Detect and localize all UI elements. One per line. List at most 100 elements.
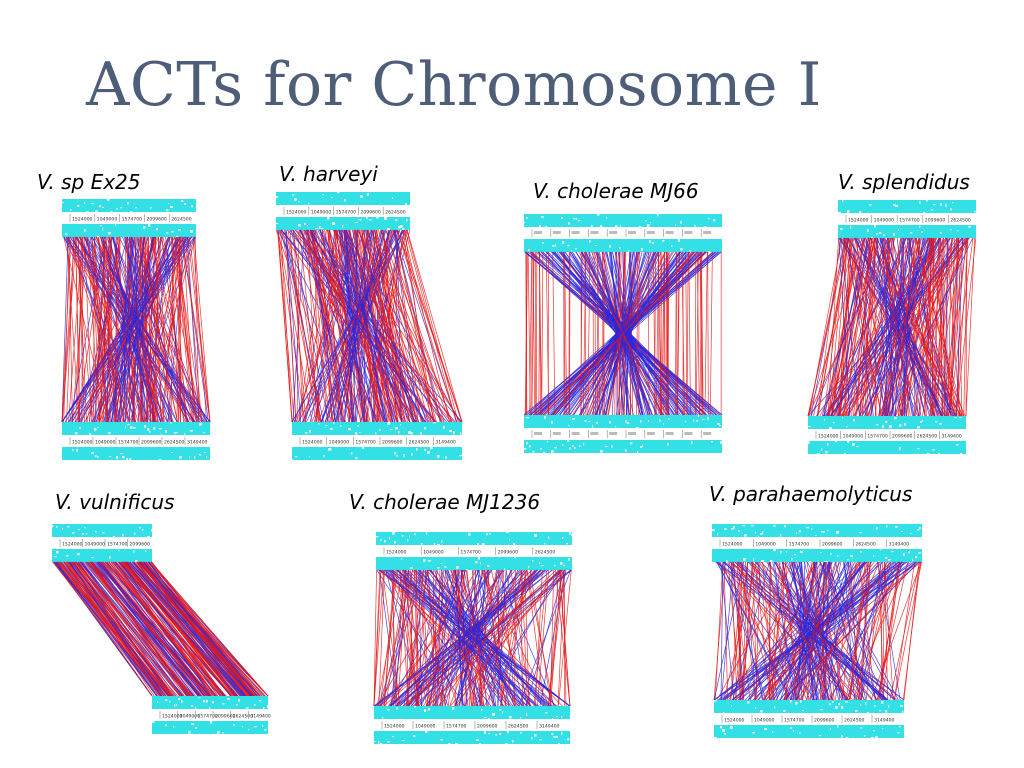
bottom-feature-track-2 xyxy=(152,721,268,734)
top-feature-track-2 xyxy=(376,557,572,571)
ruler-tick-label: 3149400 xyxy=(435,440,456,446)
ruler-tick-label: 2099600 xyxy=(146,217,167,223)
ruler-tick-label: 1049000 xyxy=(180,714,201,720)
bottom-feature-track xyxy=(62,422,210,437)
ruler-tick-label: 2624500 xyxy=(508,724,529,730)
ruler-tick-label: 1049000 xyxy=(423,550,444,556)
ruler-tick-label: 1049000 xyxy=(415,724,436,730)
ruler-tick-label: 1524000 xyxy=(286,210,307,216)
ruler-tick-label: 1524000 xyxy=(848,218,869,224)
ruler-tick-label: 3149400 xyxy=(889,542,910,548)
ruler-tick-label: 1524000 xyxy=(818,434,839,440)
top-feature-track xyxy=(276,192,410,205)
ruler-tick-label: 3149400 xyxy=(941,434,962,440)
top-feature-track xyxy=(712,524,922,539)
panel-label-cholerae-mj66: V. cholerae MJ66 xyxy=(533,179,699,203)
bottom-feature-track-2 xyxy=(62,447,210,461)
ruler-tick-label: 1049000 xyxy=(329,440,350,446)
act-panel-cholerae-mj66 xyxy=(520,212,730,455)
ruler-tick-label: 2624500 xyxy=(409,440,430,446)
ruler-tick-label: 1574700 xyxy=(446,724,467,730)
ruler-tick-label: 2624500 xyxy=(164,440,185,446)
top-feature-track xyxy=(524,214,722,229)
act-panel-cholerae-mj1236: 1524000 1049000 1574700 2099600 2624500 15240… xyxy=(372,530,574,746)
bottom-feature-track xyxy=(374,706,570,721)
bottom-feature-track-2 xyxy=(524,440,723,454)
ruler-tick-label: 1524000 xyxy=(162,714,183,720)
ruler-tick-label: 1574700 xyxy=(784,718,805,724)
top-feature-track-2 xyxy=(52,549,152,563)
ruler-tick-label: 1049000 xyxy=(843,434,864,440)
ruler-tick-label: 2099600 xyxy=(477,724,498,730)
ruler-tick-label: 2624500 xyxy=(917,434,938,440)
ruler-tick-label: 1574700 xyxy=(107,542,128,548)
panel-label-sp-ex25: V. sp Ex25 xyxy=(37,170,141,194)
bottom-feature-track xyxy=(292,422,462,435)
panel-label-parahaemolyticus: V. parahaemolyticus xyxy=(709,482,913,506)
ruler-tick-label: 2624500 xyxy=(385,210,406,216)
ruler-tick-label: 3149400 xyxy=(874,718,895,724)
ruler-tick-label: 2099600 xyxy=(925,218,946,224)
bottom-feature-track-2 xyxy=(292,447,462,461)
ruler-tick-label: 3149400 xyxy=(187,440,208,446)
bottom-ruler: 1524000104900015747002099600262450031494… xyxy=(152,709,271,721)
ruler-tick-label: 2099600 xyxy=(382,440,403,446)
ruler-tick-label: 1524000 xyxy=(724,718,745,724)
top-feature-track-2 xyxy=(276,217,410,231)
match-links xyxy=(52,561,269,697)
ruler-tick-label: 2099600 xyxy=(130,542,151,548)
ruler-tick-label: 1524000 xyxy=(384,724,405,730)
top-feature-track-2 xyxy=(712,549,922,564)
top-feature-track xyxy=(52,524,153,539)
act-panel-splendidus: 1524000 1049000 1574700 2099600 2624500 15240… xyxy=(806,198,978,456)
top-feature-track-2 xyxy=(524,239,722,253)
ruler-tick-label: 2099600 xyxy=(215,714,236,720)
top-feature-track-2 xyxy=(62,224,196,239)
top-feature-track-2 xyxy=(838,225,976,240)
ruler-tick-label: 2624500 xyxy=(233,714,254,720)
bottom-feature-track-2 xyxy=(374,731,570,746)
match-links xyxy=(713,561,922,701)
ruler-tick-label: 2099600 xyxy=(141,440,162,446)
act-diagram xyxy=(523,214,723,454)
match-links xyxy=(807,237,977,417)
ruler-tick-label: 1049000 xyxy=(755,542,776,548)
ruler-tick-label: 1574700 xyxy=(122,217,143,223)
slide-title: ACTs for Chromosome I xyxy=(86,50,822,120)
panel-label-splendidus: V. splendidus xyxy=(838,170,970,194)
bottom-feature-track xyxy=(808,416,966,429)
bottom-ruler xyxy=(524,428,722,440)
ruler-tick-label: 2099600 xyxy=(360,210,381,216)
ruler-tick-label: 3149400 xyxy=(539,724,560,730)
ruler-tick-label: 1524000 xyxy=(62,542,83,548)
ruler-tick-label: 2624500 xyxy=(844,718,865,724)
ruler-tick-label: 1574700 xyxy=(460,550,481,556)
bottom-feature-track xyxy=(714,700,904,715)
ruler-tick-label: 1524000 xyxy=(72,217,93,223)
ruler-tick-label: 1049000 xyxy=(85,542,106,548)
ruler-tick-label: 1049000 xyxy=(754,718,775,724)
ruler-tick-label: 1574700 xyxy=(899,218,920,224)
act-diagram: 1524000 1049000 1574700 2099600 2624500 15240… xyxy=(373,532,574,746)
ruler-tick-label: 1574700 xyxy=(197,714,218,720)
ruler-tick-label: 1524000 xyxy=(386,550,407,556)
ruler-tick-label: 1574700 xyxy=(355,440,376,446)
bottom-feature-track-2 xyxy=(714,725,904,740)
ruler-tick-label: 2624500 xyxy=(171,217,192,223)
ruler-tick-label: 1574700 xyxy=(336,210,357,216)
panel-label-vulnificus: V. vulnificus xyxy=(55,490,175,514)
match-links xyxy=(523,251,723,416)
ruler-tick-label: 1574700 xyxy=(118,440,139,446)
top-feature-track xyxy=(838,200,976,215)
